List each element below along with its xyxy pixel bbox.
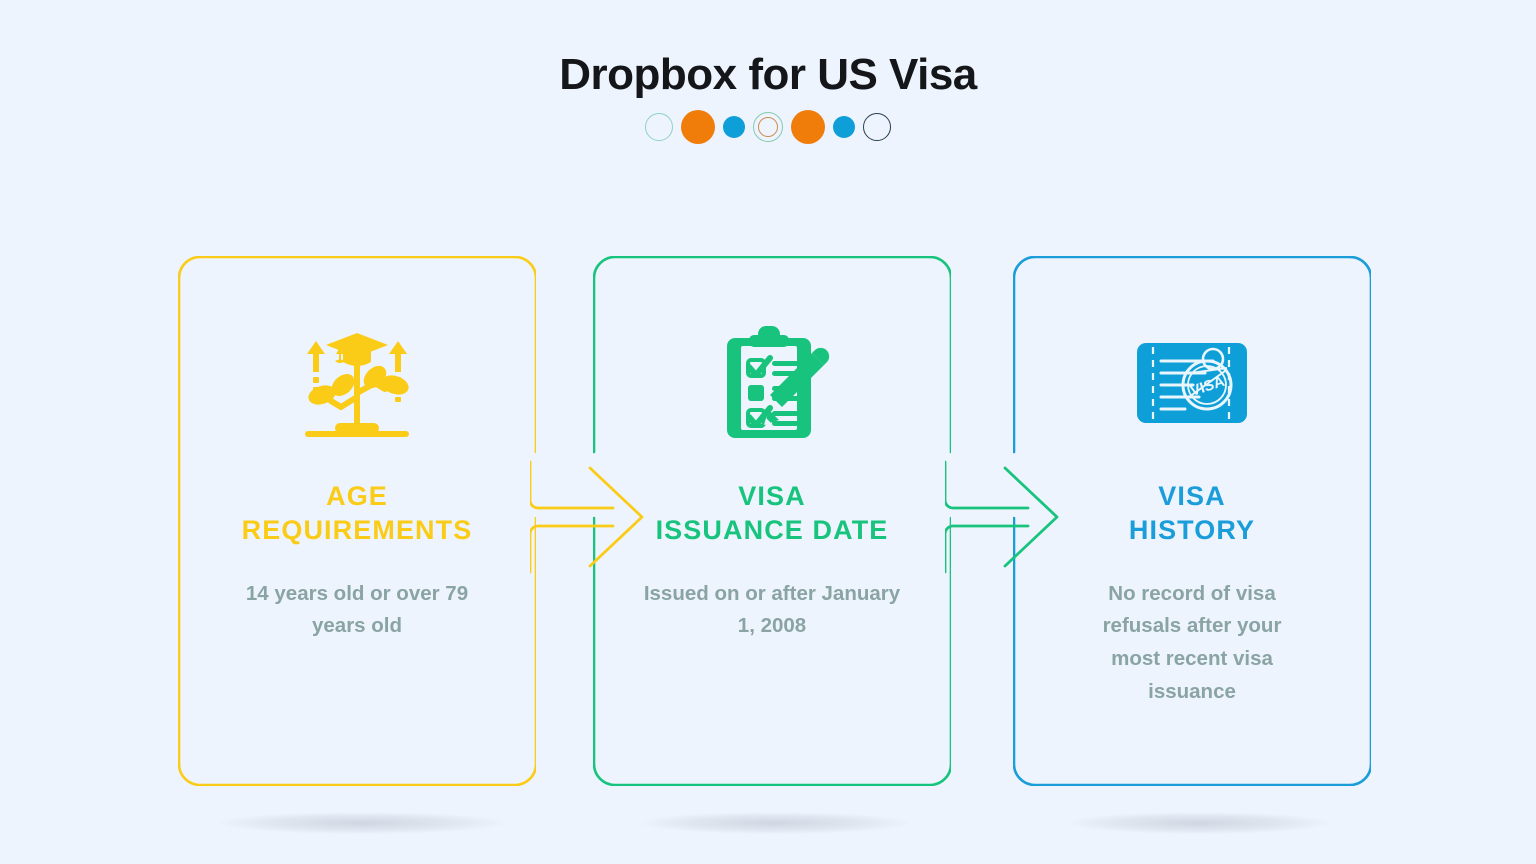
card-title-line2: ISSUANCE DATE xyxy=(655,514,889,545)
dot-outline-navy-icon xyxy=(863,113,891,142)
dot-solid-blue-icon xyxy=(833,116,855,139)
dot-solid-blue-icon xyxy=(723,116,745,139)
dot-solid-orange-icon xyxy=(791,110,825,145)
header: Dropbox for US Visa xyxy=(0,50,1536,145)
cards-board: AGE REQUIREMENTS 14 years old or over 79… xyxy=(0,256,1536,816)
card-title-line2: REQUIREMENTS xyxy=(241,514,473,545)
card-title-line1: VISA xyxy=(1158,481,1226,511)
card-title-line2: HISTORY xyxy=(1128,514,1256,545)
card-age-requirements[interactable]: AGE REQUIREMENTS 14 years old or over 79… xyxy=(178,256,536,786)
card-title: VISA ISSUANCE DATE xyxy=(656,480,889,548)
card-title: VISA HISTORY xyxy=(1129,480,1255,548)
growing-plant-graduation-cap-icon xyxy=(291,318,423,448)
decorative-dot-row xyxy=(0,110,1536,145)
page-title: Dropbox for US Visa xyxy=(559,50,977,99)
arrow-age-to-issuance xyxy=(530,460,644,574)
card-content: AGE REQUIREMENTS 14 years old or over 79… xyxy=(204,256,510,643)
card-shadow xyxy=(218,812,506,834)
card-title-line1: AGE xyxy=(326,481,388,511)
card-title-line1: VISA xyxy=(738,481,806,511)
dot-outline-teal-icon xyxy=(645,113,673,142)
arrow-issuance-to-history xyxy=(945,460,1059,574)
card-body-text: Issued on or after January 1, 2008 xyxy=(643,581,901,638)
card-visa-history[interactable]: VISA VISA HISTORY No record of visa refu… xyxy=(1013,256,1371,786)
card-title: AGE REQUIREMENTS xyxy=(242,480,473,548)
card-shadow xyxy=(1068,812,1330,834)
clipboard-checklist-pencil-icon xyxy=(711,318,833,448)
card-content: VISA VISA HISTORY No record of visa refu… xyxy=(1039,256,1345,709)
dot-double-ring-icon xyxy=(753,112,783,143)
card-visa-issuance-date[interactable]: VISA ISSUANCE DATE Issued on or after Ja… xyxy=(593,256,951,786)
visa-stamp-passport-icon: VISA xyxy=(1133,318,1251,448)
card-content: VISA ISSUANCE DATE Issued on or after Ja… xyxy=(619,256,925,643)
card-body-text: No record of visa refusals after your mo… xyxy=(1102,581,1282,703)
card-body-text: 14 years old or over 79 years old xyxy=(245,581,469,638)
card-shadow xyxy=(640,812,910,834)
dot-solid-orange-icon xyxy=(681,110,715,145)
